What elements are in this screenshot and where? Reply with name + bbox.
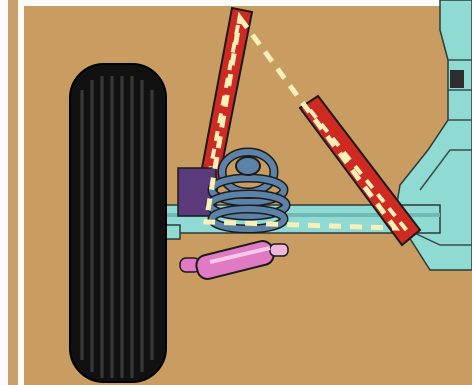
top-frame-strip: [24, 0, 472, 6]
left-frame-edge: [8, 0, 18, 385]
wheel: [70, 64, 166, 382]
